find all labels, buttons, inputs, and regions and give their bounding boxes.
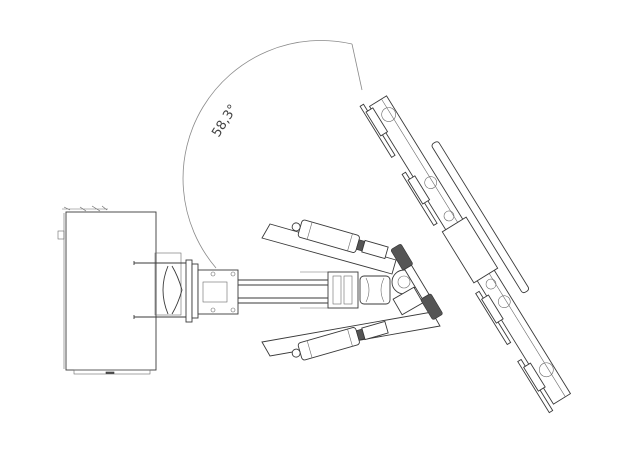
lower-actuator-arm (261, 311, 441, 361)
base-cabinet (57, 205, 157, 375)
end-effector-beam (359, 95, 572, 414)
gripper-pads (359, 103, 554, 414)
telescopic-boom (238, 271, 391, 309)
mounting-flange (133, 252, 239, 323)
angle-dimension-arc (182, 40, 353, 269)
upper-actuator-arm (261, 219, 397, 275)
rotary-gear-joint (390, 244, 443, 320)
